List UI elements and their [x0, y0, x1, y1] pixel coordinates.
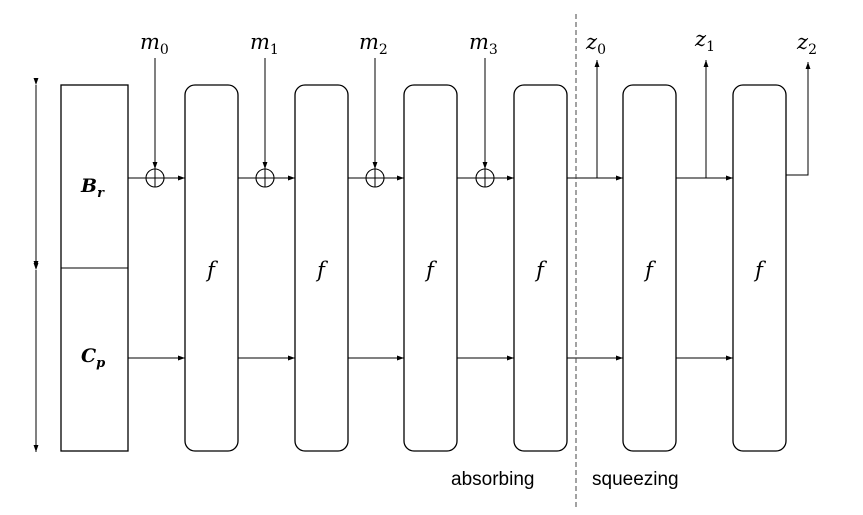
f-box — [622, 84, 677, 452]
f-label: f — [424, 258, 437, 282]
squeezing-label: squeezing — [592, 469, 679, 490]
f-label: f — [534, 258, 547, 282]
xor-icon — [145, 168, 165, 188]
capacity-label: Cp — [81, 345, 105, 371]
xor-gates — [145, 168, 495, 188]
f-box — [732, 84, 787, 452]
rate-label-main: B — [80, 175, 97, 197]
f-label: f — [753, 258, 766, 282]
message-label: m0 — [140, 30, 169, 58]
permutation-labels: f f f f f f — [205, 258, 766, 282]
message-label: m1 — [250, 30, 279, 58]
xor-icon — [475, 168, 495, 188]
f-box — [184, 84, 239, 452]
f-label: f — [205, 258, 218, 282]
f-box — [294, 84, 349, 452]
output-label: z2 — [796, 30, 817, 58]
capacity-label-sub: p — [96, 356, 105, 371]
message-arrows — [152, 58, 488, 169]
output-label: z1 — [694, 27, 715, 55]
permutation-boxes — [184, 84, 787, 452]
output-label: z0 — [585, 30, 606, 58]
rate-wire — [786, 62, 811, 176]
xor-icon — [365, 168, 385, 188]
rate-label: Br — [80, 175, 105, 201]
capacity-label-main: C — [81, 345, 96, 367]
message-label: m3 — [469, 30, 498, 58]
message-label: m2 — [359, 30, 388, 58]
xor-icon — [255, 168, 275, 188]
absorbing-label: absorbing — [451, 469, 534, 490]
f-label: f — [315, 258, 328, 282]
f-box — [403, 84, 458, 452]
f-label: f — [643, 258, 656, 282]
rate-label-sub: r — [97, 186, 105, 201]
f-box — [513, 84, 568, 452]
